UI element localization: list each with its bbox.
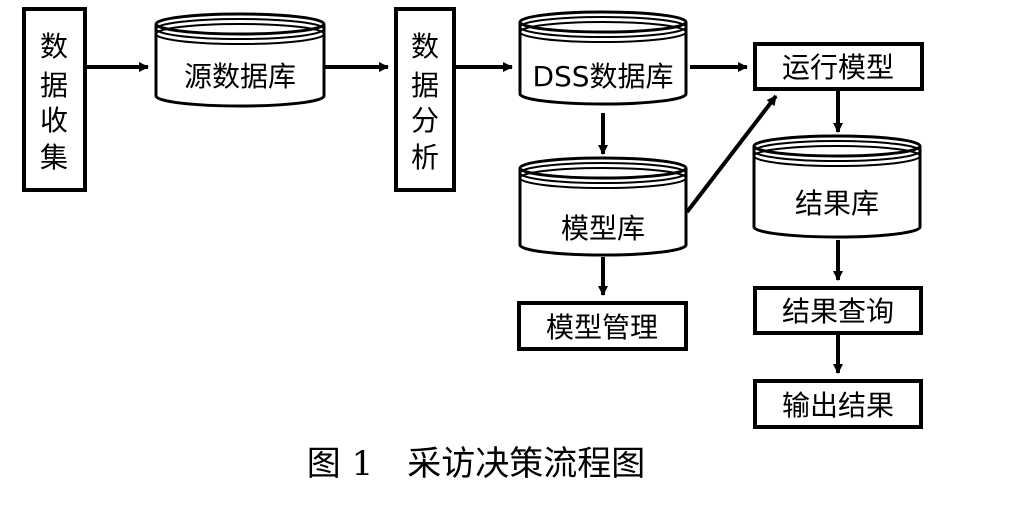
data-collection-node: 数 据 收 集: [22, 7, 87, 192]
arrow-model-db-to-run-model: [685, 94, 778, 214]
output-result-node: 输出结果: [753, 379, 923, 429]
figure-caption: 图 1 采访决策流程图: [307, 444, 645, 484]
model-database-node: 模型库: [518, 156, 688, 257]
result-database-label: 结果库: [795, 187, 879, 220]
run-model-node: 运行模型: [753, 42, 924, 91]
source-database-label: 源数据库: [184, 60, 296, 93]
result-query-label: 结果查询: [782, 295, 894, 328]
dss-database-node: DSS数据库: [518, 10, 688, 106]
data-analysis-char-1: 数: [411, 30, 439, 63]
run-model-label: 运行模型: [782, 51, 894, 84]
model-management-node: 模型管理: [517, 301, 688, 351]
data-analysis-node: 数 据 分 析: [394, 7, 456, 192]
dss-database-label: DSS数据库: [532, 60, 673, 93]
output-result-label: 输出结果: [782, 389, 894, 422]
source-database-node: 源数据库: [154, 12, 326, 108]
model-management-label: 模型管理: [546, 311, 658, 344]
data-analysis-char-4: 析: [411, 141, 439, 174]
data-analysis-char-2: 据: [411, 69, 439, 102]
result-query-node: 结果查询: [753, 286, 923, 335]
data-collection-char-3: 收: [40, 104, 68, 137]
model-database-label: 模型库: [561, 212, 645, 245]
result-database-node: 结果库: [752, 134, 922, 239]
data-collection-char-1: 数: [40, 30, 68, 63]
data-collection-char-2: 据: [40, 69, 68, 102]
data-collection-char-4: 集: [40, 141, 68, 174]
data-analysis-char-3: 分: [411, 104, 439, 137]
